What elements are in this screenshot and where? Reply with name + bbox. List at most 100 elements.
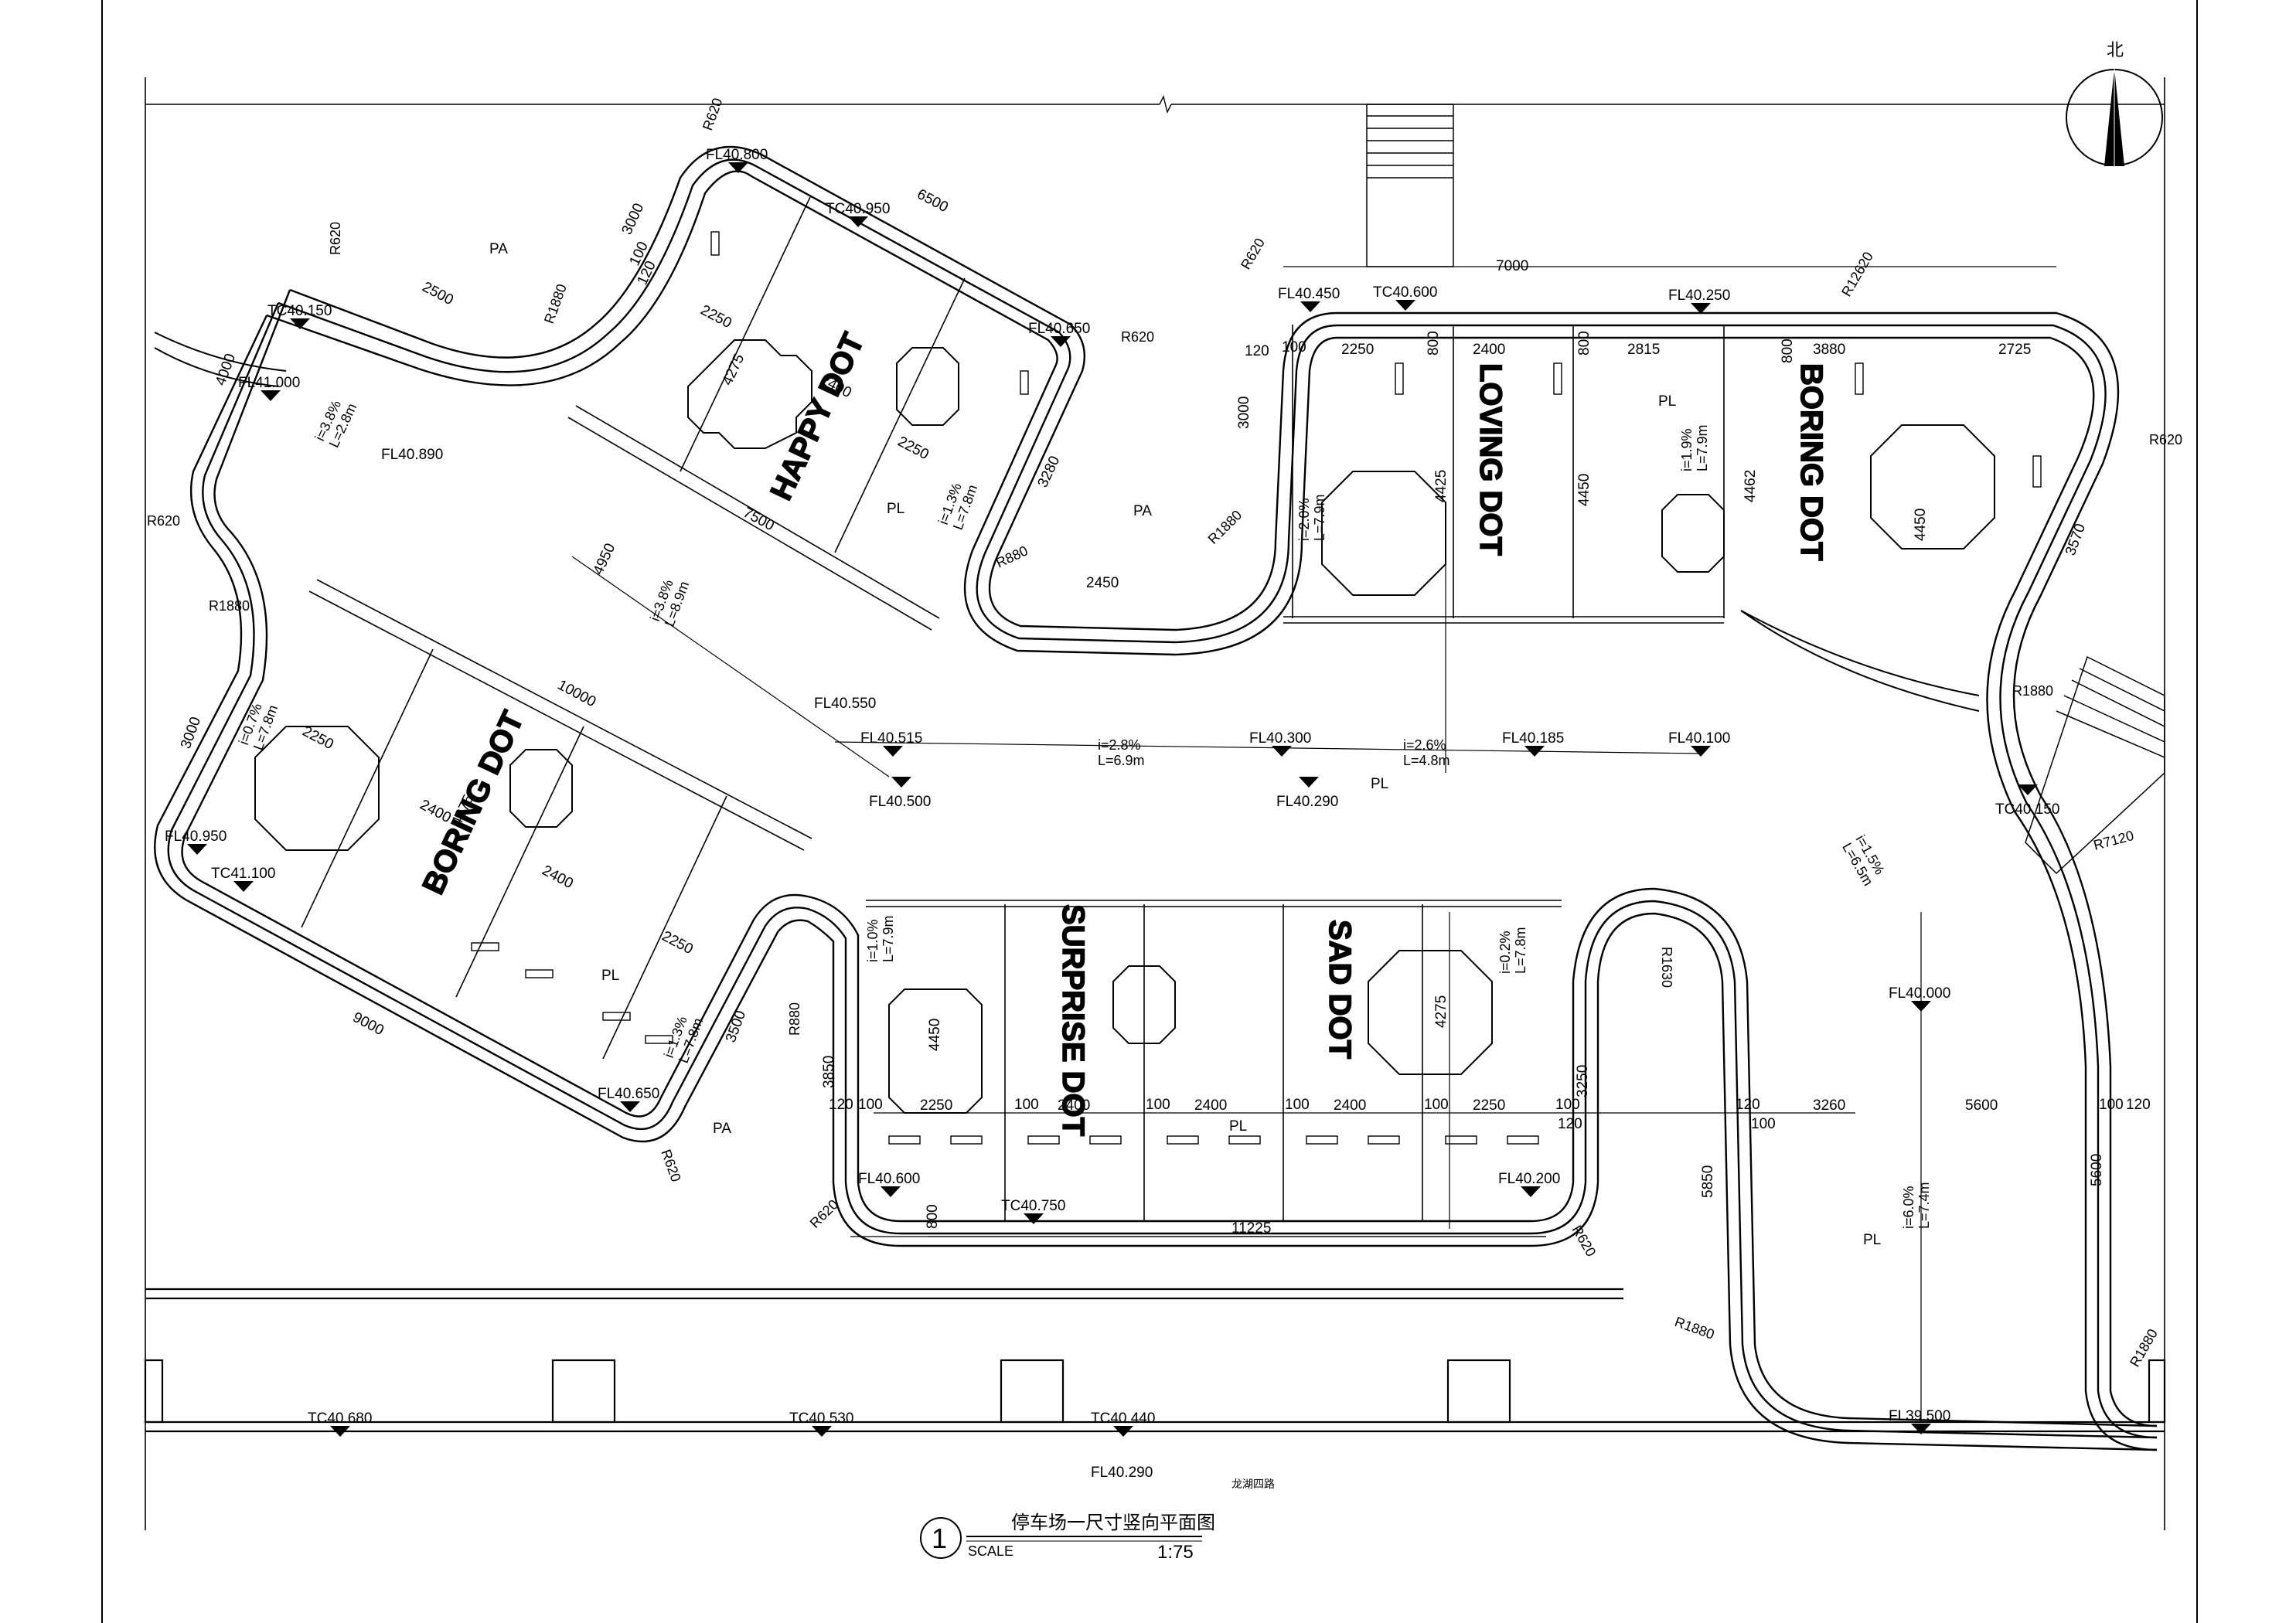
elevation-label: FL40.800 (706, 147, 768, 163)
elevation-label: FL40.950 (165, 829, 227, 845)
dimension-label: 100 (1146, 1097, 1170, 1113)
dimension-label: 100 (858, 1097, 883, 1113)
elevation-triangle-icon (187, 844, 207, 855)
inner-curbs (154, 332, 1980, 712)
dimension-label: 2400 (1194, 1097, 1227, 1114)
elevation-triangle-icon (891, 777, 911, 788)
elevation-triangle-icon (1300, 301, 1320, 312)
dimension-label: 2450 (1086, 575, 1119, 591)
elevation-triangle-icon (848, 216, 868, 227)
elevation-label: TC40.150 (1995, 801, 2059, 818)
zone-label-pl: PL (1658, 393, 1676, 410)
dimension-label: 100 (1424, 1097, 1449, 1113)
zone-label-pl: PL (1229, 1118, 1247, 1135)
elevation-marker: FL40.550 (814, 696, 876, 712)
dimension-label: 4450 (1576, 474, 1593, 506)
elevation-marker: FL40.250 (1668, 288, 1730, 314)
dimension-label: 4950 (590, 541, 618, 577)
slot-text-sad: SAD DOT (1323, 920, 1357, 1059)
elevation-label: TC40.440 (1091, 1410, 1155, 1427)
dimension-label: 3570 (2063, 522, 2089, 558)
dimension-label: 5600 (2089, 1154, 2105, 1186)
elevation-label: FL40.650 (598, 1086, 659, 1102)
zone-label-pl: PL (887, 501, 904, 517)
dimension-label: 7500 (741, 505, 777, 534)
elevation-marker: FL40.290 (1091, 1465, 1153, 1481)
dimension-label: 4462 (1742, 470, 1759, 502)
elevation-label: FL39.500 (1889, 1408, 1950, 1424)
elevation-triangle-icon (1911, 1001, 1931, 1012)
elevation-triangle-icon (1299, 777, 1319, 788)
sheet-frame (101, 0, 2198, 1623)
elevation-label: FL40.250 (1668, 288, 1730, 304)
elevation-triangle-icon (1691, 303, 1711, 314)
dimension-label: 5850 (1700, 1165, 1716, 1198)
radius-label: R7120 (2092, 828, 2135, 853)
slope-label: i=2.0% (1296, 498, 1312, 541)
dimension-label: 120 (829, 1097, 853, 1113)
dimension-label: 11225 (1231, 1220, 1271, 1237)
elevation-label: FL40.100 (1668, 730, 1730, 747)
dimension-label: 800 (1780, 339, 1796, 363)
elevation-triangle-icon (261, 390, 281, 401)
boring-face-icon (1661, 494, 1725, 573)
slope-label: i=2.8% (1098, 737, 1141, 753)
elevation-marker: FL40.515 (860, 730, 922, 757)
dimension-label: 3500 (723, 1009, 749, 1045)
slope-label: L=7.9m (1695, 424, 1710, 471)
elevation-marker: TC40.680 (308, 1410, 372, 1437)
elevation-label: TC40.750 (1001, 1198, 1065, 1214)
dimension-label: 2250 (920, 1097, 952, 1114)
elevation-marker: TC40.600 (1373, 284, 1437, 311)
slope-label: i=6.0% (1901, 1186, 1916, 1229)
slope-label: L=7.9m (1312, 494, 1327, 541)
elevation-marker: TC40.950 (826, 201, 890, 227)
north-arrow: 北 (2066, 40, 2163, 166)
radius-label: R1880 (209, 598, 250, 614)
radius-label: R880 (787, 1002, 802, 1036)
elevation-triangle-icon (1524, 746, 1545, 757)
elevation-marker: FL40.800 (706, 147, 768, 173)
elevation-triangle-icon (233, 881, 254, 892)
w-parking-boundary (154, 289, 2158, 1451)
dimension-label: 120 (2126, 1097, 2151, 1113)
radius-label: R1880 (1205, 507, 1245, 547)
elevation-marker: FL40.200 (1498, 1171, 1560, 1197)
zone-label-pa: PA (713, 1121, 731, 1137)
elevation-label: FL40.290 (1091, 1465, 1153, 1481)
radius-label: R620 (1569, 1223, 1599, 1259)
stall-dividers (301, 196, 1725, 1221)
radius-label: R1630 (1659, 947, 1674, 988)
slot-text-boring-ne: BORING DOT (1794, 363, 1828, 561)
dimension-label: 3000 (618, 201, 647, 237)
dimension-label: 5600 (1965, 1097, 1998, 1114)
elevation-label: FL40.290 (1276, 794, 1338, 810)
radius-label: R620 (700, 96, 726, 132)
surprise-face-icon-2 (1112, 965, 1176, 1044)
dimension-label: 120 (1558, 1116, 1582, 1132)
dimension-label: 3280 (1034, 454, 1063, 490)
dimension-label: 2725 (1998, 342, 2031, 358)
elevation-triangle-icon (1911, 1424, 1931, 1434)
stairs-north (1366, 104, 1454, 267)
dimension-label: 2400 (1334, 1097, 1366, 1114)
dimension-label: 3850 (821, 1056, 837, 1088)
dimension-label: 2250 (895, 434, 932, 463)
dimension-label: 2250 (1473, 1097, 1505, 1114)
radius-label: R12620 (1838, 249, 1876, 299)
zone-labels: PA PA PA PL PL PL PL PL PL (489, 241, 1881, 1248)
sad-face-icon (1368, 950, 1493, 1075)
dimension-label: 4450 (927, 1019, 943, 1051)
road-lines (144, 1288, 2166, 1433)
happy-face-icon (687, 339, 812, 449)
elevation-label: FL40.650 (1028, 321, 1090, 337)
elevation-label: FL40.500 (869, 794, 931, 810)
elevation-triangle-icon (1272, 746, 1292, 757)
elevation-label: TC40.600 (1373, 284, 1437, 301)
dimension-label: 100 (2099, 1097, 2124, 1113)
radius-annotations: R620R620R620R620R620R620R620R620R620R188… (147, 96, 2182, 1370)
dimension-label: 800 (1426, 331, 1442, 356)
elevation-triangle-icon (812, 1426, 832, 1437)
elevation-marker: TC40.150 (1995, 784, 2059, 818)
